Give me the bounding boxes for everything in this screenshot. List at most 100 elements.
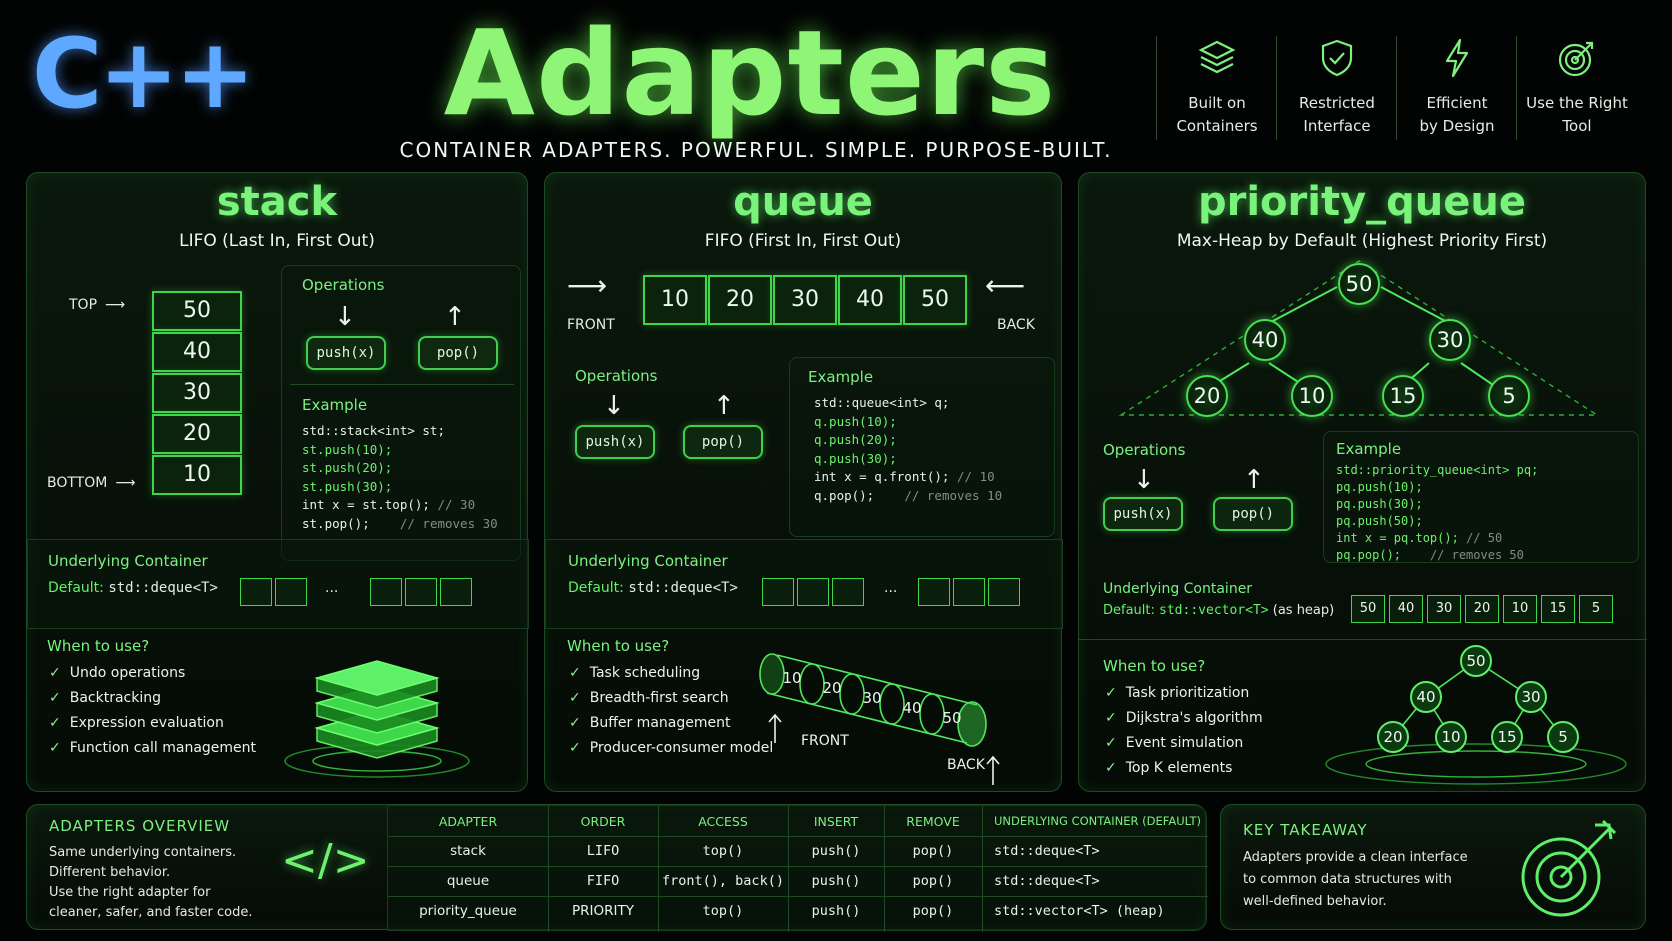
- heap-array-cell: 40: [1389, 595, 1423, 623]
- queue-cell: 40: [838, 275, 902, 325]
- stack-title: stack: [216, 179, 338, 225]
- target-icon: [1521, 819, 1617, 917]
- stack-cell: 30: [152, 373, 242, 413]
- stack-cell: 50: [152, 291, 242, 331]
- heap-array-cell: 50: [1351, 595, 1385, 623]
- queue-panel: queue FIFO (First In, First Out) ⟶ FRONT…: [544, 172, 1063, 792]
- arrow-up-icon: ↑: [444, 302, 466, 332]
- target-icon: [1558, 41, 1594, 77]
- stack-subtitle: LIFO (Last In, First Out): [179, 231, 375, 251]
- svg-text:50: 50: [1466, 652, 1485, 670]
- heap-array-cell: 5: [1579, 595, 1613, 623]
- deque-block: [440, 578, 472, 606]
- cpp-logo: C++: [32, 18, 255, 130]
- stack-cell: 20: [152, 414, 242, 454]
- layers-icon: [1198, 40, 1236, 74]
- deque-block: [797, 578, 829, 606]
- svg-text:15: 15: [1497, 728, 1516, 746]
- svg-text:BACK: BACK: [947, 757, 986, 773]
- stack-code: std::stack<int> st; st.push(10); st.push…: [302, 423, 498, 531]
- svg-text:10: 10: [782, 669, 801, 687]
- queue-subtitle: FIFO (First In, First Out): [704, 231, 902, 251]
- heap-node: 5: [1488, 375, 1530, 417]
- arrow-left-icon: ⟵: [985, 269, 1026, 302]
- heap-node: 30: [1429, 319, 1471, 361]
- pq-title: priority_queue: [1197, 179, 1527, 225]
- queue-title: queue: [733, 179, 873, 225]
- heap-node: 40: [1244, 319, 1286, 361]
- arrow-up-icon: ↑: [713, 391, 735, 421]
- deque-block: [918, 578, 950, 606]
- deque-block: [405, 578, 437, 606]
- svg-text:10: 10: [1441, 728, 1460, 746]
- queue-tube-illustration: 10 20 30 40 50 FRONT BACK: [759, 653, 1000, 785]
- pop-button[interactable]: pop(): [1213, 497, 1293, 531]
- stack-panel: stack LIFO (Last In, First Out) TOP⟶ BOT…: [26, 172, 529, 792]
- lightning-icon: [1445, 38, 1469, 78]
- heap-array-cell: 15: [1541, 595, 1575, 623]
- page-title: Adapters: [443, 4, 1057, 142]
- deque-block: [832, 578, 864, 606]
- arrow-right-icon: ⟶: [567, 269, 608, 302]
- queue-underlying: Underlying Container Default: std::deque…: [545, 539, 1063, 629]
- queue-cell: 10: [643, 275, 707, 325]
- heap-array-cell: 10: [1503, 595, 1537, 623]
- deque-block: [240, 578, 272, 606]
- arrow-down-icon: ↓: [1133, 465, 1155, 495]
- heap-node: 50: [1338, 263, 1380, 305]
- overview-panel: ADAPTERS OVERVIEW Same underlying contai…: [26, 804, 1208, 932]
- stack-underlying: Underlying Container Default: std::deque…: [27, 539, 529, 629]
- stack-top-label: TOP⟶: [69, 297, 126, 313]
- queue-cell: 30: [773, 275, 837, 325]
- queue-front-label: FRONT: [567, 317, 615, 333]
- deque-block: [275, 578, 307, 606]
- pop-button[interactable]: pop(): [683, 425, 763, 459]
- deque-block: [953, 578, 985, 606]
- heap-node: 20: [1186, 375, 1228, 417]
- arrow-down-icon: ↓: [334, 302, 356, 332]
- stack-cell: 40: [152, 332, 242, 372]
- stack-cell: 10: [152, 455, 242, 495]
- queue-code: std::queue<int> q; q.push(10); q.push(20…: [814, 395, 1003, 503]
- overview-table: ADAPTER ORDER ACCESS INSERT REMOVE UNDER…: [387, 805, 1208, 932]
- queue-back-label: BACK: [997, 317, 1035, 333]
- heap-node: 15: [1382, 375, 1424, 417]
- code-icon: </>: [281, 835, 370, 886]
- push-button[interactable]: push(x): [306, 336, 386, 370]
- arrow-up-icon: ↑: [1243, 465, 1265, 495]
- stack-operations: Operations ↓ ↑ push(x) pop() Example std…: [281, 265, 521, 561]
- svg-text:5: 5: [1558, 728, 1568, 746]
- stack-3d-illustration: [284, 660, 470, 778]
- pop-button[interactable]: pop(): [418, 336, 498, 370]
- takeaway-panel: KEY TAKEAWAY Adapters provide a clean in…: [1220, 804, 1646, 930]
- shield-icon: [1321, 39, 1353, 77]
- pq-subtitle: Max-Heap by Default (Highest Priority Fi…: [1176, 231, 1548, 251]
- priority-queue-panel: priority_queue Max-Heap by Default (High…: [1078, 172, 1647, 792]
- deque-block: [370, 578, 402, 606]
- heap-node: 10: [1291, 375, 1333, 417]
- queue-example: Example std::queue<int> q; q.push(10); q…: [789, 357, 1055, 537]
- heap-3d-illustration: 50 40 30 20 10 15 5: [1325, 645, 1627, 785]
- push-button[interactable]: push(x): [1103, 497, 1183, 531]
- stack-bottom-label: BOTTOM⟶: [47, 475, 136, 491]
- svg-text:30: 30: [1521, 688, 1540, 706]
- queue-cell: 50: [903, 275, 967, 325]
- pq-example: Example std::priority_queue<int> pq; pq.…: [1323, 431, 1639, 563]
- heap-array-cell: 30: [1427, 595, 1461, 623]
- deque-block: [762, 578, 794, 606]
- pq-code: std::priority_queue<int> pq; pq.push(10)…: [1336, 463, 1539, 562]
- queue-cell: 20: [708, 275, 772, 325]
- svg-text:30: 30: [862, 689, 881, 707]
- arrow-down-icon: ↓: [603, 391, 625, 421]
- deque-block: [988, 578, 1020, 606]
- svg-text:20: 20: [1383, 728, 1402, 746]
- page-tagline: CONTAINER ADAPTERS. POWERFUL. SIMPLE. PU…: [399, 138, 1113, 162]
- svg-text:50: 50: [942, 709, 961, 727]
- push-button[interactable]: push(x): [575, 425, 655, 459]
- heap-array-cell: 20: [1465, 595, 1499, 623]
